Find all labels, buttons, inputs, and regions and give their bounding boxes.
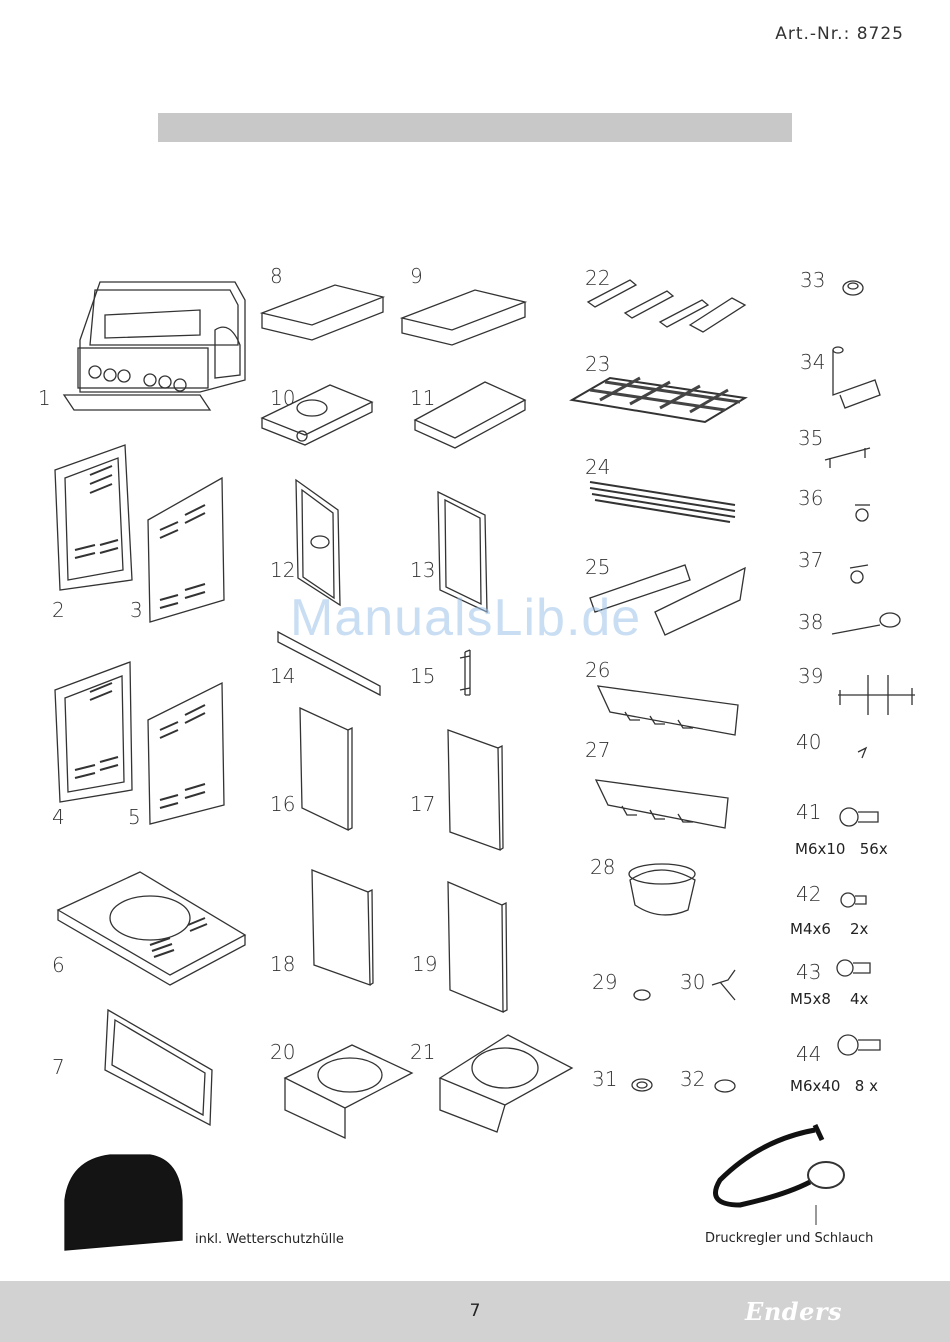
part-35-bracket bbox=[825, 448, 870, 468]
part-number-3: 3 bbox=[130, 598, 143, 622]
part-23-grid bbox=[572, 378, 745, 422]
screw-41 bbox=[840, 808, 878, 826]
part-24-burners bbox=[590, 482, 735, 522]
part-27-panel bbox=[596, 780, 728, 828]
part-30-valve bbox=[712, 970, 735, 1000]
part-20-side-burner bbox=[285, 1045, 412, 1138]
part-number-41: 41 bbox=[796, 800, 821, 824]
screw-spec-43: M5x8 4x bbox=[790, 990, 868, 1008]
cover-caption: inkl. Wetterschutzhülle bbox=[195, 1232, 344, 1247]
watermark: ManualsLib.de bbox=[290, 588, 641, 648]
part-number-7: 7 bbox=[52, 1055, 65, 1079]
part-number-24: 24 bbox=[585, 455, 610, 479]
screw-43 bbox=[837, 960, 870, 976]
part-15-handle bbox=[460, 650, 470, 695]
part-19-door bbox=[448, 882, 507, 1012]
part-number-19: 19 bbox=[412, 952, 437, 976]
part-number-37: 37 bbox=[798, 548, 823, 572]
part-40-clip bbox=[858, 748, 866, 758]
part-number-28: 28 bbox=[590, 855, 615, 879]
part-38-igniter bbox=[832, 613, 900, 634]
part-34-pipe bbox=[833, 347, 880, 408]
part-12-frame bbox=[296, 480, 340, 605]
part-3-side-panel bbox=[148, 478, 224, 622]
part-number-32: 32 bbox=[680, 1067, 705, 1091]
part-number-1: 1 bbox=[38, 386, 51, 410]
part-31-ring bbox=[632, 1079, 652, 1091]
part-number-17: 17 bbox=[410, 792, 435, 816]
screw-42 bbox=[841, 893, 866, 907]
screw-44 bbox=[838, 1035, 880, 1055]
part-number-9: 9 bbox=[410, 264, 423, 288]
part-number-35: 35 bbox=[798, 426, 823, 450]
part-number-23: 23 bbox=[585, 352, 610, 376]
part-number-27: 27 bbox=[585, 738, 610, 762]
regulator-caption: Druckregler und Schlauch bbox=[705, 1231, 873, 1246]
part-9-board bbox=[402, 290, 525, 345]
part-number-11: 11 bbox=[410, 386, 435, 410]
part-number-13: 13 bbox=[410, 558, 435, 582]
part-number-42: 42 bbox=[796, 882, 821, 906]
part-number-34: 34 bbox=[800, 350, 825, 374]
part-number-43: 43 bbox=[796, 960, 821, 984]
part-number-25: 25 bbox=[585, 555, 610, 579]
part-number-31: 31 bbox=[592, 1067, 617, 1091]
part-number-26: 26 bbox=[585, 658, 610, 682]
part-18-door bbox=[312, 870, 373, 985]
screw-spec-44: M6x40 8 x bbox=[790, 1077, 878, 1095]
part-number-20: 20 bbox=[270, 1040, 295, 1064]
part-28-bowl bbox=[629, 864, 695, 915]
part-33-grommet bbox=[843, 281, 863, 295]
part-number-29: 29 bbox=[592, 970, 617, 994]
part-2-side-panel bbox=[55, 445, 132, 590]
part-8-board bbox=[262, 285, 383, 340]
screw-spec-41: M6x10 56x bbox=[795, 840, 888, 858]
part-number-18: 18 bbox=[270, 952, 295, 976]
part-number-40: 40 bbox=[796, 730, 821, 754]
part-number-16: 16 bbox=[270, 792, 295, 816]
part-number-5: 5 bbox=[128, 805, 141, 829]
part-6-bottom-plate bbox=[58, 872, 245, 985]
part-number-4: 4 bbox=[52, 805, 65, 829]
part-number-15: 15 bbox=[410, 664, 435, 688]
part-16-door bbox=[300, 708, 352, 830]
part-32-ring bbox=[715, 1080, 735, 1092]
part-number-30: 30 bbox=[680, 970, 705, 994]
part-number-38: 38 bbox=[798, 610, 823, 634]
part-36-caster bbox=[855, 505, 870, 521]
part-number-14: 14 bbox=[270, 664, 295, 688]
part-number-10: 10 bbox=[270, 386, 295, 410]
part-1-grill-head bbox=[64, 282, 245, 410]
part-number-33: 33 bbox=[800, 268, 825, 292]
part-number-21: 21 bbox=[410, 1040, 435, 1064]
part-number-12: 12 bbox=[270, 558, 295, 582]
weather-cover bbox=[65, 1155, 182, 1250]
part-number-44: 44 bbox=[796, 1042, 821, 1066]
part-number-36: 36 bbox=[798, 486, 823, 510]
screw-spec-42: M4x6 2x bbox=[790, 920, 868, 938]
part-number-8: 8 bbox=[270, 264, 283, 288]
part-number-2: 2 bbox=[52, 598, 65, 622]
part-21-side-burner bbox=[440, 1035, 572, 1132]
part-7-frame bbox=[105, 1010, 212, 1125]
part-22-heat-plates bbox=[588, 280, 745, 332]
page-footer: 7 Enders bbox=[0, 1281, 950, 1342]
part-29-nut bbox=[634, 990, 650, 1000]
part-5-side-panel bbox=[148, 683, 224, 824]
part-37-caster bbox=[850, 565, 868, 583]
part-number-6: 6 bbox=[52, 953, 65, 977]
part-26-panel bbox=[598, 686, 738, 735]
part-number-39: 39 bbox=[798, 664, 823, 688]
part-4-side-panel bbox=[55, 662, 132, 802]
brand-logo: Enders bbox=[745, 1297, 842, 1326]
part-39-bracket bbox=[838, 675, 915, 715]
part-17-door bbox=[448, 730, 503, 850]
part-number-22: 22 bbox=[585, 266, 610, 290]
regulator-hose bbox=[716, 1125, 845, 1225]
